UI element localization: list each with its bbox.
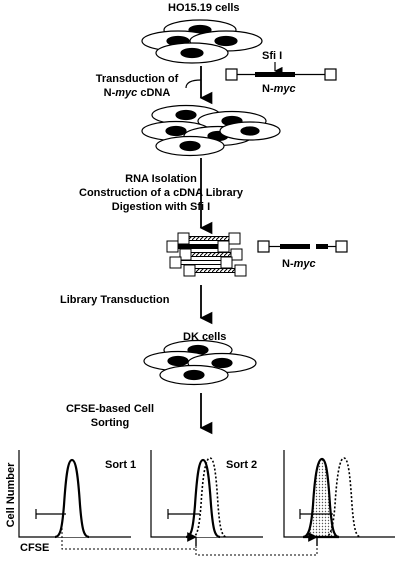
- nmyc-fragment: [257, 240, 348, 253]
- y-axis-label: Cell Number: [5, 462, 17, 528]
- fragment-gene-label: N-myc: [282, 258, 316, 270]
- sfi-site-label: Sfi I: [262, 50, 283, 62]
- construct-gene-label: N-myc: [262, 83, 296, 95]
- cell-cluster-dk: [143, 339, 257, 386]
- step2-line2: Construction of a cDNA Library: [79, 187, 243, 199]
- panel2-title: Sort 2: [226, 459, 258, 471]
- panel1-title: Sort 1: [105, 459, 137, 471]
- sort-gate-connectors: [61, 524, 318, 556]
- cell-cluster-transduced: [141, 104, 281, 157]
- step1-label: Transduction of N-myc cDNA: [82, 72, 192, 100]
- cdna-library-stack: [166, 232, 247, 277]
- step2-line3: Digestion with Sfi I: [111, 201, 211, 213]
- histogram-panel-3: [283, 450, 395, 539]
- step1-line1: Transduction of: [95, 73, 179, 85]
- step4-line2: Sorting: [90, 417, 130, 429]
- step1-line2: N-myc cDNA: [103, 87, 171, 99]
- step2-label: RNA Isolation Construction of a cDNA Lib…: [58, 172, 264, 214]
- top-cells-label: HO15.19 cells: [168, 1, 240, 15]
- cell-cluster-top: [141, 19, 263, 64]
- step2-line1: RNA Isolation: [125, 173, 197, 185]
- histogram-panel-2: [150, 450, 263, 539]
- step4-line1: CFSE-based Cell: [65, 403, 155, 415]
- cells-suffix: cells: [212, 2, 240, 14]
- dk-cells-label: DK cells: [183, 331, 227, 343]
- step4-label: CFSE-based Cell Sorting: [58, 402, 162, 430]
- x-axis-label: CFSE: [20, 542, 50, 554]
- histogram-panel-1: [18, 450, 131, 539]
- merge-curve: [185, 79, 202, 89]
- step3-label: Library Transduction: [60, 294, 170, 306]
- cell-line-name: HO15.19: [168, 2, 213, 14]
- vector-construct: [225, 62, 337, 81]
